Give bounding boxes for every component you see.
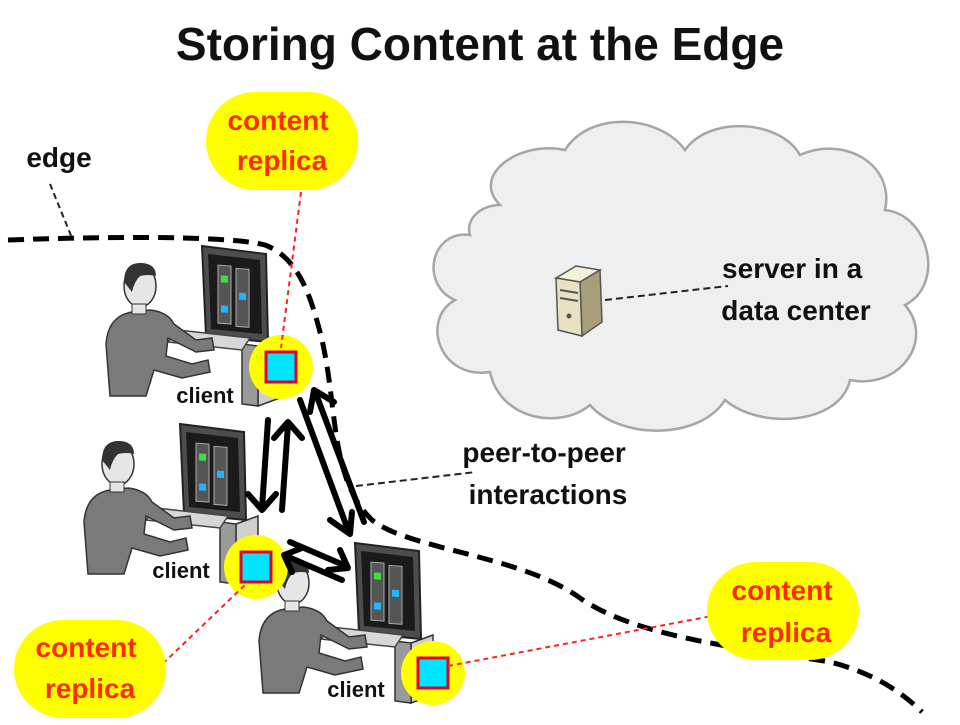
server-label: server in a data center — [721, 253, 870, 326]
replica-callout-bottom-left: content replica — [14, 581, 249, 718]
arrow-middle-to-bottom — [281, 539, 351, 583]
replica-callout-bottom-right: content replica — [447, 562, 859, 667]
replica-label-line-2: replica — [45, 673, 136, 704]
replica-marker-bottom — [401, 641, 465, 705]
page-title: Storing Content at the Edge — [176, 18, 784, 70]
replica-label-line-1: content — [36, 632, 137, 663]
p2p-label-leader — [355, 471, 477, 487]
svg-text:content replica: content replica — [228, 105, 337, 176]
replica-label-line-2: replica — [237, 145, 328, 176]
replica-square-icon — [239, 550, 273, 584]
replica-label-line-1: content — [228, 105, 329, 136]
p2p-label: peer-to-peer interactions — [462, 437, 633, 510]
replica-marker-middle — [224, 535, 288, 599]
p2p-arrows — [245, 387, 367, 583]
replica-callout-top: content replica — [206, 92, 358, 349]
client-top: client — [105, 245, 281, 408]
svg-text:content replica: content replica — [732, 575, 841, 648]
replica-label-line-1: content — [732, 575, 833, 606]
replica-square-icon — [264, 350, 298, 384]
p2p-label-line-1: peer-to-peer — [462, 437, 625, 468]
client-label: client — [152, 558, 210, 583]
replica-label-line-2: replica — [741, 617, 832, 648]
p2p-label-line-2: interactions — [469, 479, 628, 510]
server-label-line-2: data center — [721, 295, 870, 326]
svg-text:content replica: content replica — [36, 632, 145, 704]
client-bottom: client — [258, 542, 434, 704]
edge-label: edge — [26, 142, 91, 173]
server-tower-icon — [553, 265, 603, 338]
client-middle: client — [83, 423, 259, 585]
edge-label-leader — [49, 183, 73, 239]
arrow-top-to-middle — [245, 417, 305, 513]
replica-square-icon — [416, 656, 450, 690]
arrow-top-to-bottom — [297, 387, 367, 537]
replica-marker-top — [249, 335, 313, 399]
server-label-leader — [604, 285, 729, 301]
client-label: client — [327, 677, 385, 702]
server-label-line-1: server in a — [722, 253, 863, 284]
data-center-cloud — [432, 120, 930, 432]
client-label: client — [176, 383, 234, 408]
